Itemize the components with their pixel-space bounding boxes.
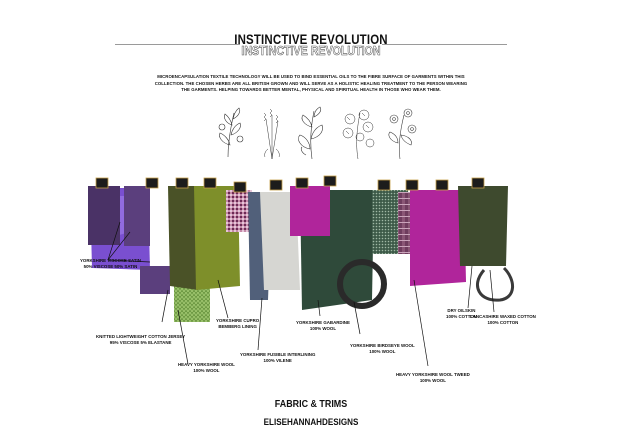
page-title-outline: INSTINCTIVE REVOLUTION [241, 43, 381, 59]
swatch-oilskin [410, 190, 466, 286]
label-knitted-jersey: KNITTED LIGHTWEIGHT COTTON JERSEY 95% VI… [96, 334, 186, 345]
label-interlining: YORKSHIRE FUSIBLE INTERLINING 100% VILEN… [240, 352, 316, 363]
herb-sprig-3-icon [298, 106, 323, 160]
herb-sprig-4-icon [342, 109, 375, 160]
label-wool-tweed: HEAVY YORKSHIRE WOOL TWEED 100% WOOL [396, 372, 470, 383]
swatch-purple [88, 186, 150, 246]
page-title: INSTINCTIVE REVOLUTION [234, 31, 388, 47]
swatch-gabardine [290, 186, 374, 310]
binder-clips [95, 175, 485, 193]
header-rule-left [115, 44, 240, 45]
label-cupro: YORKSHIRE CUPRO BEMBERG LINING [216, 318, 260, 329]
label-oilskin: DRY OILSKIN 100% COTTON [446, 308, 477, 319]
flower-sprig-icon [388, 108, 417, 160]
herb-sprig-1-icon [218, 107, 244, 158]
intro-text: MICROENCAPSULATION TEXTILE TECHNOLOGY WI… [154, 74, 468, 93]
label-viscose-satin: YORKSHIRE VISCOSE SATIN 50% VISCOSE 50% … [80, 258, 141, 269]
label-birdseye: YORKSHIRE BIRDSEYE WOOL 100% WOOL [350, 343, 415, 354]
herb-illustrations [218, 106, 417, 160]
header-rule-right [382, 44, 507, 45]
label-gabardine: YORKSHIRE GABARDINE 100% WOOL [296, 320, 350, 331]
lavender-sprig-icon [263, 108, 280, 160]
label-pointers [107, 221, 495, 367]
footer-designer: ELISEHANNAHDESIGNS [263, 417, 359, 428]
swatch-waxed-cotton [458, 186, 514, 302]
ring-trim [337, 259, 387, 309]
label-heavy-wool: HEAVY YORKSHIRE WOOL 100% WOOL [178, 362, 235, 373]
label-waxed-cotton: LANCASHIRE WAXED COTTON 100% COTTON [470, 314, 536, 325]
swatch-tweed-small [226, 190, 252, 232]
footer-title: FABRIC & TRIMS [274, 398, 348, 410]
